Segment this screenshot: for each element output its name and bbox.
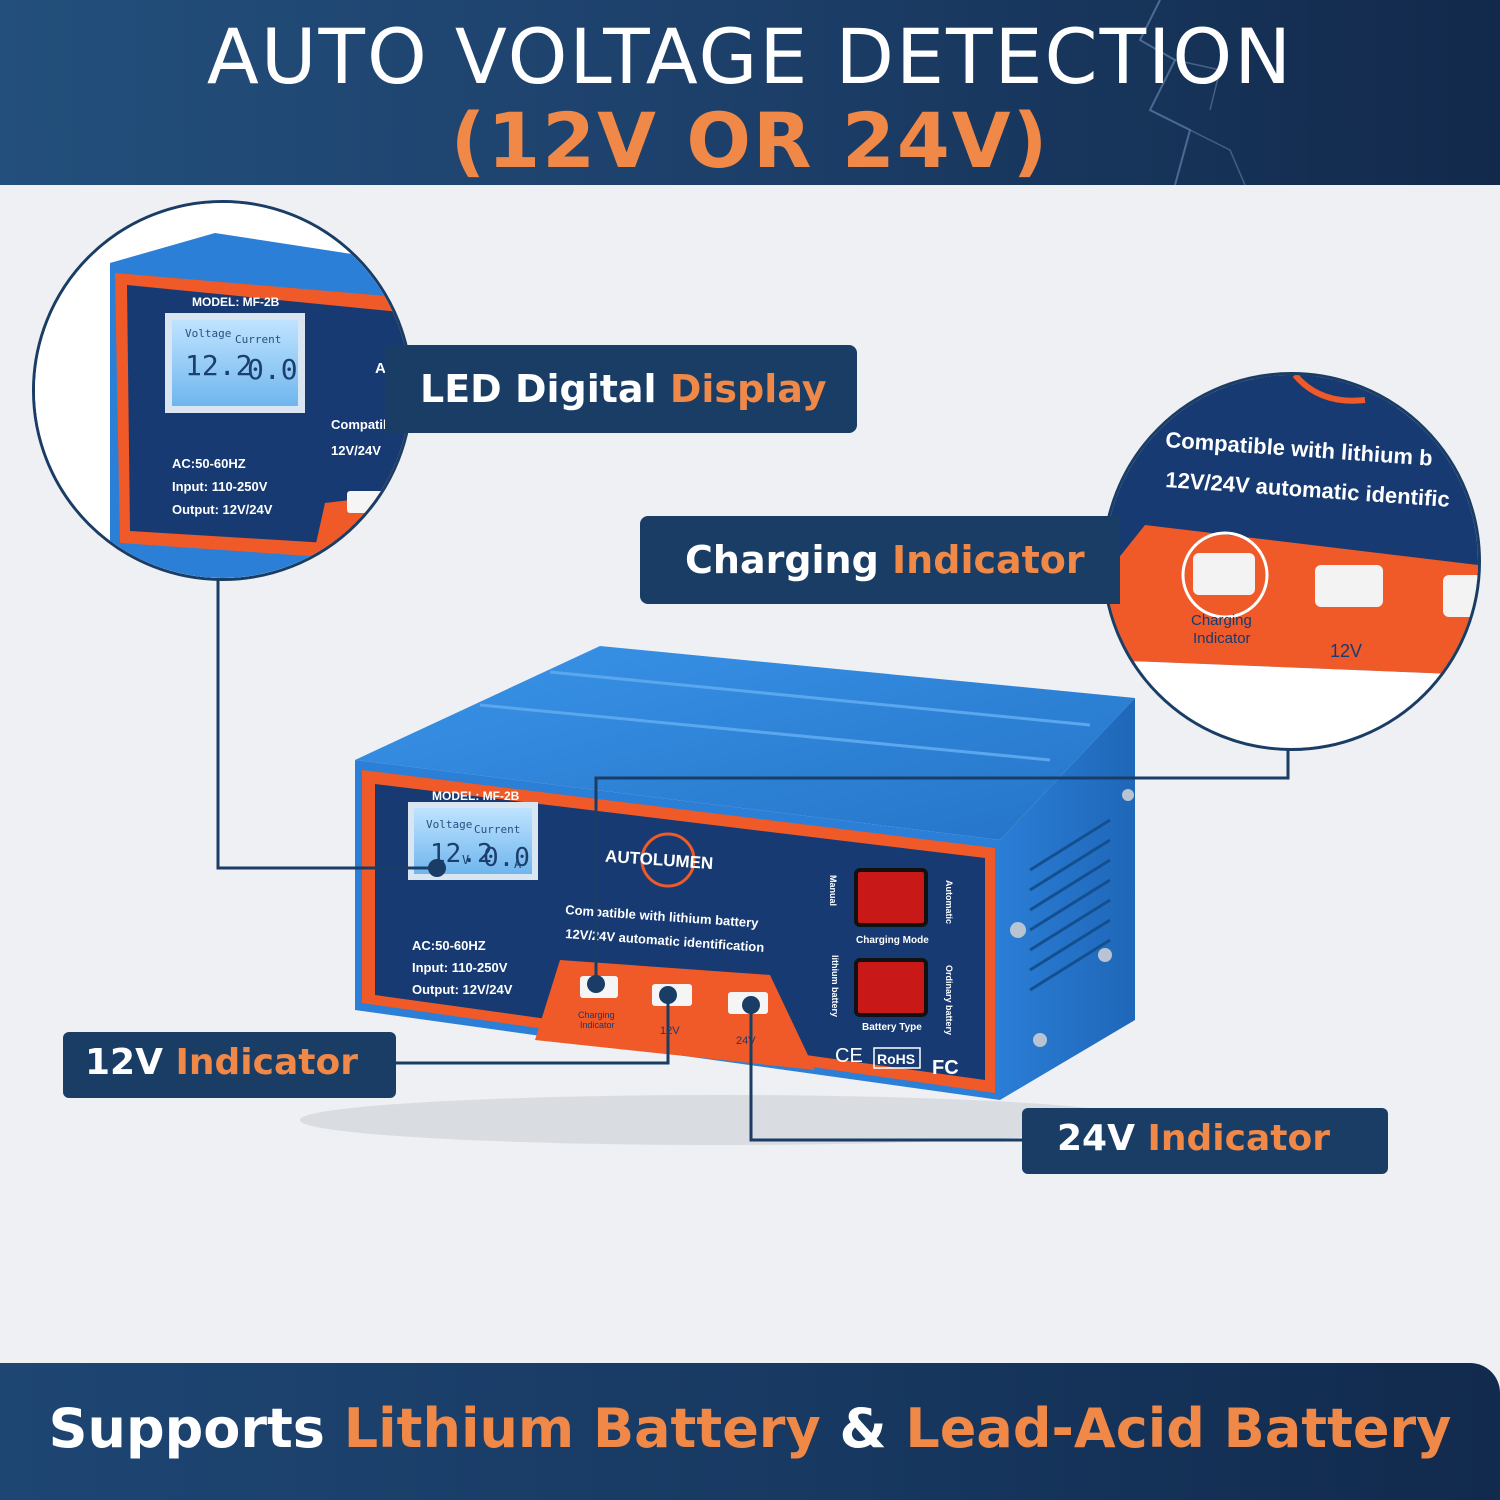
header-subtitle: (12V OR 24V) <box>450 96 1050 185</box>
lightning-decoration <box>1138 0 1246 185</box>
connector-dot <box>742 996 760 1014</box>
callout-12v-text-1: 12V <box>85 1042 176 1083</box>
zoom-indicator-charging-1: Charging <box>1191 612 1252 629</box>
footer-w1: Supports <box>48 1397 344 1460</box>
spec-ac: AC:50-60HZ <box>412 938 486 953</box>
zoom-lcd-detail: MODEL: MF-2B Voltage Current 12.2 0.0 AC… <box>32 200 413 581</box>
charging-mode-switch <box>854 868 928 927</box>
callout-24v-text-2: Indicator <box>1147 1118 1330 1159</box>
callout-led-display: LED Digital Display <box>385 345 857 433</box>
zoom-spec-ac: AC:50-60HZ <box>172 456 246 471</box>
indicator-24v-text: 24V <box>736 1035 756 1047</box>
spec-output: Output: 12V/24V <box>412 982 513 997</box>
indicator-12v-text: 12V <box>660 1025 680 1037</box>
screw <box>1033 1033 1047 1047</box>
zoom-spec-input: Input: 110-250V <box>172 479 268 494</box>
zoom-feature2-partial: 12V/24V <box>331 443 381 458</box>
callout-chg-text-1: Charging <box>685 538 893 582</box>
indicator-charging-text-2: Indicator <box>580 1020 615 1030</box>
callout-12v-indicator: 12V Indicator <box>63 1032 396 1098</box>
zoom-lcd-voltage-label: Voltage <box>185 327 231 340</box>
lcd-voltage-unit: V <box>462 853 469 867</box>
zoom-indicator-12v: 12V <box>1330 641 1362 661</box>
connector-dot <box>659 986 677 1004</box>
zoom-indicator-illustration: Compatible with lithium b 12V/24V automa… <box>1105 375 1478 748</box>
spec-input: Input: 110-250V <box>412 960 508 975</box>
zoom-12v-led <box>1315 565 1383 607</box>
callout-12v-text-2: Indicator <box>175 1042 358 1083</box>
footer-w3: & <box>820 1397 906 1460</box>
cert-rohs-box <box>873 1047 921 1069</box>
footer-w2: Lithium Battery <box>343 1397 821 1460</box>
zoom-indicator-detail: Compatible with lithium b 12V/24V automa… <box>1102 372 1481 751</box>
switch-lithium-label: lithium battery <box>830 955 840 1017</box>
screw <box>1122 789 1134 801</box>
zoom-model-label: MODEL: MF-2B <box>192 295 280 309</box>
header-banner: AUTO VOLTAGE DETECTION (12V OR 24V) <box>0 0 1500 185</box>
lcd-current-label: Current <box>474 823 520 836</box>
switch-charging-mode-label: Charging Mode <box>856 935 929 946</box>
footer-w4: Lead-Acid Battery <box>905 1397 1452 1460</box>
device-shadow <box>300 1095 1140 1145</box>
vent-slots <box>1029 818 1111 992</box>
switch-manual-label: Manual <box>828 875 838 906</box>
cert-ce: CE <box>835 1045 863 1067</box>
connector-dot <box>587 975 605 993</box>
zoom-lcd-current-label: Current <box>235 333 281 346</box>
cert-rohs: RoHS <box>877 1051 915 1067</box>
footer-banner: Supports Lithium Battery & Lead-Acid Bat… <box>0 1363 1500 1500</box>
zoom-feature1-partial: Compatil <box>331 417 387 432</box>
callout-connectors <box>216 575 1290 1142</box>
battery-type-switch <box>854 958 928 1017</box>
lcd-current-unit: A <box>514 857 522 871</box>
zoom-lcd-current-value: 0.0 <box>247 353 298 386</box>
indicator-charging-text-1: Charging <box>578 1010 615 1020</box>
switch-battery-type-label: Battery Type <box>862 1022 922 1033</box>
zoom-charging-led <box>1193 553 1255 595</box>
footer-text: Supports Lithium Battery & Lead-Acid Bat… <box>0 1397 1500 1460</box>
connector-dot <box>428 859 446 877</box>
zoom-lcd-voltage-value: 12.2 <box>185 349 252 382</box>
zoom-lcd-illustration: MODEL: MF-2B Voltage Current 12.2 0.0 AC… <box>35 203 410 578</box>
lcd-current-value: 0.0 <box>483 843 530 873</box>
switch-ordinary-label: Ordinary battery <box>944 965 954 1035</box>
top-ridge <box>549 670 1091 727</box>
top-ridge <box>479 703 1051 762</box>
switch-automatic-label: Automatic <box>944 880 954 924</box>
zoom-highlight-ring <box>1181 531 1269 619</box>
zoom-spec-output: Output: 12V/24V <box>172 502 273 517</box>
callout-led-text-1: LED Digital <box>420 367 670 411</box>
lcd-voltage-label: Voltage <box>426 818 472 831</box>
zoom-indicator-charging-2: Indicator <box>1193 630 1251 647</box>
header-title: AUTO VOLTAGE DETECTION <box>206 12 1294 101</box>
callout-charging-indicator: Charging Indicator <box>640 516 1120 604</box>
callout-chg-text-2: Indicator <box>892 538 1085 582</box>
screw <box>1098 948 1112 962</box>
device-model-label: MODEL: MF-2B <box>432 789 520 803</box>
callout-24v-indicator: 24V Indicator <box>1022 1108 1388 1174</box>
cert-fc: FC <box>932 1057 959 1079</box>
callout-led-text-2: Display <box>669 367 827 411</box>
screw <box>1010 922 1026 938</box>
brand-logo-icon <box>640 832 696 888</box>
callout-24v-text-1: 24V <box>1057 1118 1148 1159</box>
zoom-24v-led-partial <box>1443 575 1478 617</box>
zoom-lcd-screen <box>172 320 298 406</box>
zoom-logo-arc <box>1292 375 1366 404</box>
device-side <box>1000 698 1135 1100</box>
device-top <box>355 646 1135 840</box>
